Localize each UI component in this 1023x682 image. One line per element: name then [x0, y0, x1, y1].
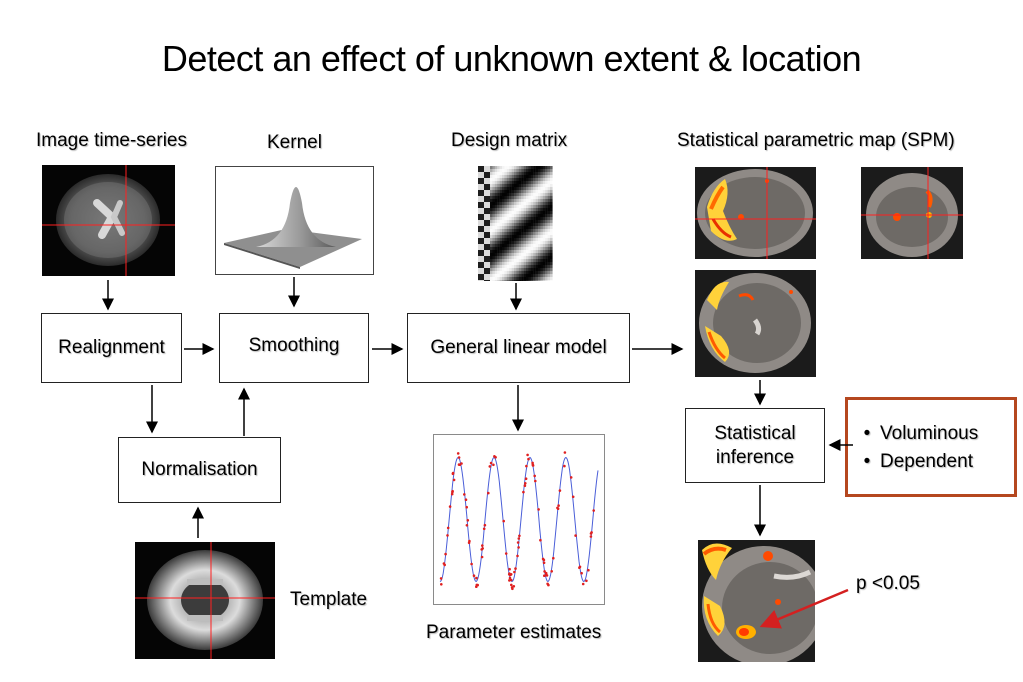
spm-coronal-image — [861, 167, 963, 259]
design-matrix-image — [478, 166, 554, 281]
normalisation-label: Normalisation — [141, 458, 257, 482]
bullet-icon: • — [854, 420, 880, 448]
glm-box: General linear model — [407, 313, 630, 383]
spm-label: Statistical parametric map (SPM) — [677, 130, 955, 152]
p-value-label: p <0.05 — [856, 573, 920, 595]
template-brain-image — [135, 542, 275, 659]
design-matrix-label: Design matrix — [451, 130, 567, 152]
properties-callout: •Voluminous •Dependent — [845, 397, 1017, 497]
template-label: Template — [290, 589, 367, 611]
realignment-box: Realignment — [41, 313, 182, 383]
gaussian-kernel-image — [215, 166, 374, 275]
spm-axial-image — [695, 270, 816, 377]
smoothing-label: Smoothing — [249, 334, 340, 358]
spm-sagittal-image — [695, 167, 816, 259]
statistical-inference-label-line1: Statistical — [714, 422, 795, 446]
glm-label: General linear model — [430, 336, 606, 360]
kernel-label: Kernel — [267, 132, 322, 154]
realignment-label: Realignment — [58, 336, 165, 360]
properties-list: •Voluminous •Dependent — [854, 420, 1014, 476]
page-title: Detect an effect of unknown extent & loc… — [0, 38, 1023, 80]
normalisation-box: Normalisation — [118, 437, 281, 503]
bullet-icon: • — [854, 448, 880, 476]
statistical-inference-box: Statistical inference — [685, 408, 825, 483]
parameter-estimates-label: Parameter estimates — [426, 622, 601, 644]
voluminous-text: Voluminous — [880, 423, 978, 444]
spm-result-image — [698, 540, 815, 662]
parameter-estimates-plot — [433, 434, 605, 605]
list-item: •Voluminous — [854, 420, 1014, 448]
list-item: •Dependent — [854, 448, 1014, 476]
statistical-inference-label-line2: inference — [716, 446, 794, 470]
image-time-series-label: Image time-series — [36, 130, 187, 152]
brain-axial-image — [42, 165, 175, 276]
dependent-text: Dependent — [880, 451, 973, 472]
smoothing-box: Smoothing — [219, 313, 369, 383]
